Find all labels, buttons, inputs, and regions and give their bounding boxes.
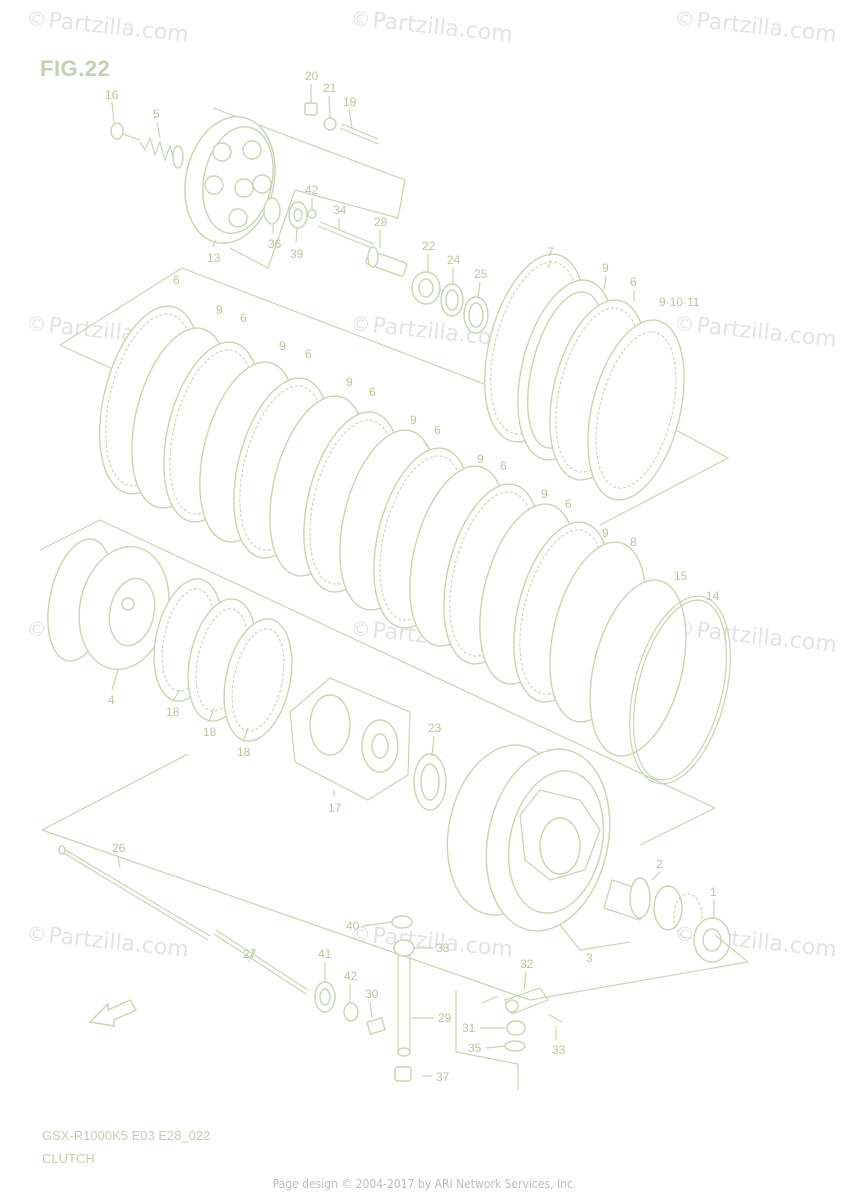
callout-label: 29 [438, 1011, 452, 1025]
copyright-footer: Page design © 2004-2017 by ARI Network S… [272, 1177, 577, 1191]
callout-label: 31 [462, 1021, 476, 1035]
callout-label: 25 [474, 267, 488, 281]
callout-label: 6 [500, 459, 507, 473]
callout-label: 33 [552, 1043, 566, 1057]
callout-label: 3 [586, 951, 593, 965]
callout-label: 18 [203, 725, 217, 739]
bolt-part [110, 122, 141, 141]
callout-label: 18 [237, 745, 251, 759]
primary-driven-gear-assembly-part [446, 744, 611, 932]
thrust-washer-part [413, 753, 447, 811]
callout-label: 21 [323, 81, 337, 95]
callout-label: 41 [318, 947, 332, 961]
callout-label: 6 [173, 273, 180, 287]
push-rod-part [213, 929, 309, 995]
release-camshaft-part [391, 915, 415, 1082]
section-name: CLUTCH [42, 1151, 95, 1166]
callout-label: 5 [153, 107, 160, 121]
release-arm-part [481, 987, 563, 1023]
callout-label: 4 [108, 693, 115, 707]
callout-label: 24 [447, 253, 461, 267]
callout-label: 42 [305, 183, 319, 197]
nut-part [304, 102, 318, 116]
back-torque-limiter-kit-part [289, 677, 411, 801]
callout-label: 6 [434, 423, 441, 437]
sleeve-hub-part [47, 538, 170, 671]
callout-label: 6 [305, 347, 312, 361]
callout-label: 9 [346, 375, 353, 389]
callout-label: 9 [477, 452, 484, 466]
spacer-part [603, 877, 651, 921]
callout-label: 9 [541, 487, 548, 501]
callout-label: 6 [565, 497, 572, 511]
callout-label: 23 [428, 721, 442, 735]
cam-plate-part [153, 578, 293, 742]
thrust-washer-part [463, 296, 489, 334]
callout-label: 30 [365, 987, 379, 1001]
leader-lines [111, 84, 715, 1049]
figure-title: FIG.22 [40, 56, 111, 81]
lock-washer-part [440, 283, 464, 317]
callout-label: 15 [674, 569, 688, 583]
callout-label: 14 [706, 589, 720, 603]
callout-label: 1 [710, 885, 717, 899]
callout-label: 26 [112, 841, 126, 855]
callout-label: 40 [346, 919, 360, 933]
pin-part [366, 1017, 386, 1035]
callout-label: 20 [305, 69, 319, 83]
callout-label: 13 [207, 251, 221, 265]
spring-washer-part [629, 595, 731, 785]
callout-label: 22 [422, 239, 436, 253]
callout-label: 36 [268, 237, 282, 251]
callout-label: 34 [333, 203, 347, 217]
clutch-plate-stack [98, 305, 647, 723]
lower-assembly-outline [41, 753, 750, 1001]
push-rod-part [58, 845, 211, 941]
callout-label: 38 [436, 941, 450, 955]
bearing-part [343, 1002, 359, 1022]
washer-part [504, 1040, 526, 1052]
lock-nut-part [411, 271, 441, 305]
callout-label: 35 [468, 1041, 482, 1055]
lower-bracket-outline [422, 990, 519, 1090]
washer-part [323, 117, 337, 131]
callout-label: 16 [105, 88, 119, 102]
callout-label: 9 [602, 526, 609, 540]
push-rod-part [317, 221, 408, 277]
front-arrow-icon [88, 999, 138, 1027]
washer-part [693, 917, 731, 963]
callout-label: 39 [290, 247, 304, 261]
callout-label: 7 [547, 245, 554, 259]
needle-bearing-part [653, 885, 703, 939]
pressure-plate-part [184, 116, 276, 244]
callout-label: 28 [374, 215, 388, 229]
callout-label: 9 [602, 261, 609, 275]
clutch-spring-part [139, 136, 184, 169]
spring-part [506, 1020, 526, 1036]
callout-labels: 16 5 20 21 19 42 34 28 36 39 13 22 24 25… [105, 69, 720, 1084]
top-assembly-outline [212, 107, 406, 269]
callout-label: 9 [410, 413, 417, 427]
callout-label: 9·10·11 [659, 295, 700, 309]
oil-seal-part [314, 981, 336, 1013]
callout-label: 9 [279, 339, 286, 353]
callout-label: 19 [343, 95, 357, 109]
callout-label: 2 [656, 857, 663, 871]
adjuster-rod-part [339, 123, 379, 145]
callout-label: 37 [436, 1070, 450, 1084]
callout-label: 6 [240, 311, 247, 325]
callout-label: 6 [630, 275, 637, 289]
callout-label: 17 [328, 801, 342, 815]
callout-label: 18 [166, 705, 180, 719]
driven-plate-part [587, 319, 685, 501]
callout-label: 6 [369, 385, 376, 399]
callout-label: 42 [344, 969, 358, 983]
bearing-part [263, 197, 317, 229]
callout-label: 9 [216, 303, 223, 317]
callout-label: 32 [520, 957, 534, 971]
model-code: GSX-R1000K5 E03 E28_022 [42, 1128, 211, 1143]
callout-label: 8 [630, 535, 637, 549]
